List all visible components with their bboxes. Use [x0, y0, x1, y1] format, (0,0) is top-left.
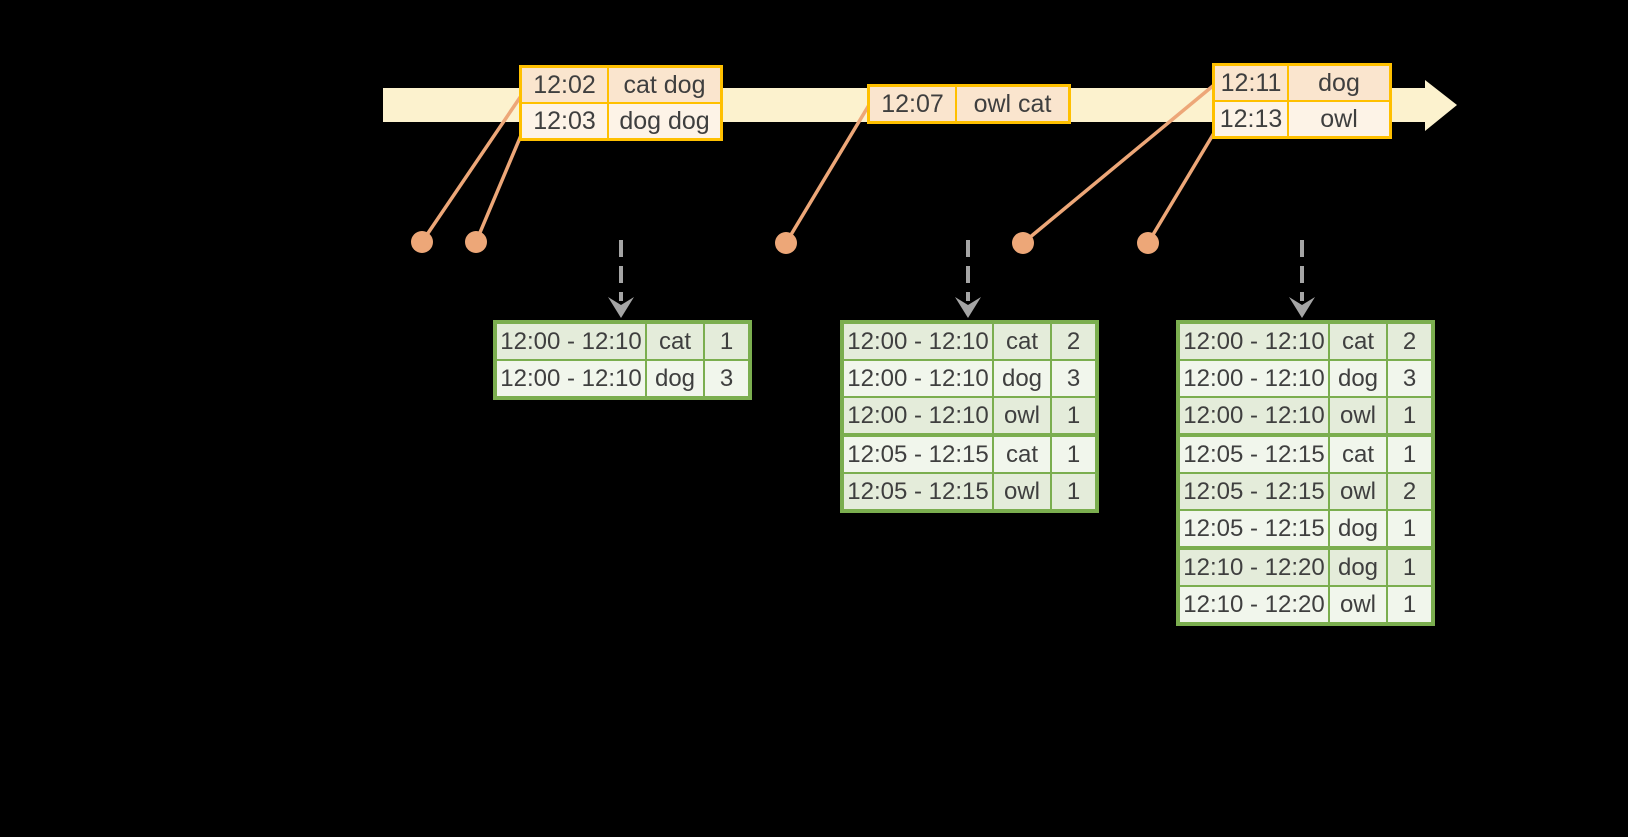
table-cell: 12:00 - 12:10: [1180, 361, 1328, 396]
table-cell: 12:00 - 12:10: [844, 398, 992, 433]
table-cell: 3: [705, 361, 748, 396]
table-cell: 1: [1388, 550, 1431, 585]
table-cell: 12:07: [870, 87, 955, 121]
table-cell: dog: [1330, 361, 1386, 396]
table-cell: 12:05 - 12:15: [1180, 474, 1328, 509]
table-cell: dog: [1330, 511, 1386, 546]
table-cell: 12:05 - 12:15: [844, 437, 992, 472]
table-cell: 1: [1052, 437, 1095, 472]
timeline-arrowhead-icon: [1425, 80, 1457, 131]
table-cell: 2: [1388, 324, 1431, 359]
table-cell: owl: [1330, 587, 1386, 622]
table-cell: cat: [1330, 437, 1386, 472]
connector-line: [1146, 127, 1219, 244]
table-cell: cat dog: [609, 68, 720, 102]
table-cell: cat: [647, 324, 703, 359]
table-cell: 12:05 - 12:15: [1180, 511, 1328, 546]
table-cell: owl: [1330, 474, 1386, 509]
table-cell: dog: [1289, 66, 1389, 100]
trigger-arrowhead-icon: [1289, 297, 1315, 318]
trigger-arrowhead-icon: [608, 297, 634, 318]
table-cell: dog: [647, 361, 703, 396]
table-cell: 12:00 - 12:10: [497, 361, 645, 396]
table-cell: dog: [994, 361, 1050, 396]
table-cell: 1: [1388, 587, 1431, 622]
table-cell: 12:00 - 12:10: [1180, 324, 1328, 359]
table-cell: 12:05 - 12:15: [1180, 437, 1328, 472]
table-cell: 3: [1052, 361, 1095, 396]
table-cell: 12:00 - 12:10: [844, 324, 992, 359]
connector-line: [784, 104, 871, 244]
table-cell: 12:10 - 12:20: [1180, 550, 1328, 585]
table-cell: 12:00 - 12:10: [1180, 398, 1328, 433]
table-cell: 1: [1388, 398, 1431, 433]
event-dot-icon: [775, 232, 797, 254]
table-cell: 1: [1388, 511, 1431, 546]
table-cell: owl cat: [957, 87, 1068, 121]
table-cell: owl: [1330, 398, 1386, 433]
event-dot-icon: [411, 231, 433, 253]
trigger-arrowhead-icon: [955, 297, 981, 318]
table-cell: 1: [705, 324, 748, 359]
connector-line: [474, 132, 524, 243]
table-cell: 1: [1052, 474, 1095, 509]
table-cell: dog: [1330, 550, 1386, 585]
table-cell: 12:02: [522, 68, 607, 102]
table-cell: 1: [1388, 437, 1431, 472]
table-cell: 12:00 - 12:10: [844, 361, 992, 396]
table-cell: 12:11: [1215, 66, 1287, 100]
table-cell: owl: [1289, 102, 1389, 136]
event-dot-icon: [465, 231, 487, 253]
table-cell: cat: [1330, 324, 1386, 359]
event-dot-icon: [1137, 232, 1159, 254]
table-cell: cat: [994, 437, 1050, 472]
table-cell: 1: [1052, 398, 1095, 433]
table-cell: 12:03: [522, 104, 607, 138]
table-cell: owl: [994, 398, 1050, 433]
event-dot-icon: [1012, 232, 1034, 254]
table-cell: owl: [994, 474, 1050, 509]
table-cell: 2: [1052, 324, 1095, 359]
table-cell: 12:00 - 12:10: [497, 324, 645, 359]
table-cell: 2: [1388, 474, 1431, 509]
table-cell: 12:10 - 12:20: [1180, 587, 1328, 622]
table-cell: cat: [994, 324, 1050, 359]
table-cell: dog dog: [609, 104, 720, 138]
table-cell: 12:05 - 12:15: [844, 474, 992, 509]
table-cell: 12:13: [1215, 102, 1287, 136]
table-cell: 3: [1388, 361, 1431, 396]
